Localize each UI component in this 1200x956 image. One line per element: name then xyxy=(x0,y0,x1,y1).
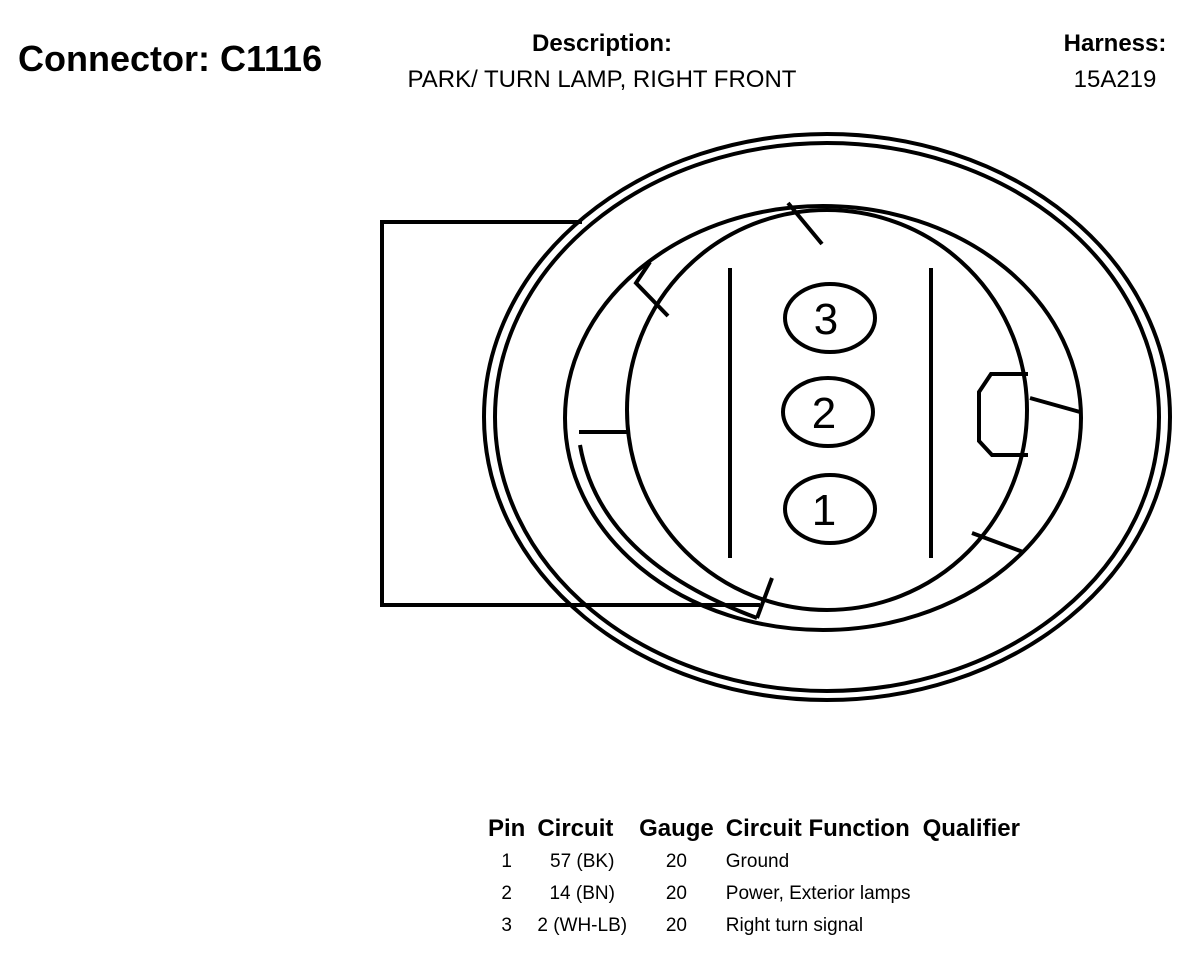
pin-1-label: 1 xyxy=(812,486,836,535)
cell-circuit: 57 (BK) xyxy=(550,851,615,872)
collar-rib-bottom xyxy=(755,577,774,619)
cell-function: Power, Exterior lamps xyxy=(725,883,911,904)
pin-table: Pin Circuit Gauge Circuit Function Quali… xyxy=(482,812,1026,942)
cell-gauge: 20 xyxy=(665,851,687,872)
harness-label: Harness: xyxy=(1063,30,1167,57)
pin-3: 3 xyxy=(783,282,877,354)
description-value: PARK/ TURN LAMP, RIGHT FRONT xyxy=(407,66,797,93)
cell-pin: 3 xyxy=(501,915,512,936)
table-row: 1 57 (BK) 20 Ground xyxy=(482,846,1026,878)
collar-rib-right-bottom xyxy=(971,531,1024,554)
connector-outer-shell xyxy=(482,132,1172,702)
header-circuit: Circuit xyxy=(537,815,614,842)
cell-function: Right turn signal xyxy=(725,915,864,936)
cell-gauge: 20 xyxy=(665,883,687,904)
pin-1: 1 xyxy=(783,473,877,545)
pin-3-label: 3 xyxy=(814,295,838,344)
pin-3-circle xyxy=(783,282,877,354)
harness-block: Harness: 15A219 xyxy=(1040,30,1190,94)
pin-table-header-row: Pin Circuit Gauge Circuit Function Quali… xyxy=(482,812,1026,846)
collar-rib-top xyxy=(786,201,824,246)
table-row: 3 2 (WH-LB) 20 Right turn signal xyxy=(482,910,1026,942)
description-label: Description: xyxy=(531,30,672,57)
connector-title: Connector: C1116 xyxy=(18,38,323,79)
cell-function: Ground xyxy=(725,851,790,872)
cell-pin: 1 xyxy=(501,851,512,872)
pin-2: 2 xyxy=(781,376,875,448)
table-row: 2 14 (BN) 20 Power, Exterior lamps xyxy=(482,878,1026,910)
cell-circuit: 2 (WH-LB) xyxy=(537,915,628,936)
cell-qualifier xyxy=(917,846,1026,878)
pin-2-circle xyxy=(781,376,875,448)
header-gauge: Gauge xyxy=(639,815,714,842)
connector-pin-face xyxy=(625,208,1029,612)
cell-qualifier xyxy=(917,878,1026,910)
cell-pin: 2 xyxy=(501,883,512,904)
header-pin: Pin xyxy=(488,815,526,842)
pin-2-label: 2 xyxy=(812,389,836,438)
collar-rib-right xyxy=(1029,396,1081,414)
connector-housing-body xyxy=(380,220,760,607)
header-qualifier: Qualifier xyxy=(922,815,1020,842)
cell-gauge: 20 xyxy=(665,915,687,936)
connector-collar-ring xyxy=(563,204,1083,632)
header-circuit-function: Circuit Function xyxy=(725,815,910,842)
cell-circuit: 14 (BN) xyxy=(549,883,615,904)
cell-qualifier xyxy=(917,910,1026,942)
connector-outer-shell-inner-line xyxy=(493,141,1161,693)
connector-key-tab xyxy=(977,372,1028,457)
collar-left-arc xyxy=(578,444,758,620)
pin-1-circle xyxy=(783,473,877,545)
connector-face-diagram: 3 2 1 xyxy=(380,132,1172,702)
harness-value: 15A219 xyxy=(1073,66,1157,93)
description-block: Description: PARK/ TURN LAMP, RIGHT FRON… xyxy=(372,30,832,94)
collar-latch-top-left xyxy=(633,260,670,318)
